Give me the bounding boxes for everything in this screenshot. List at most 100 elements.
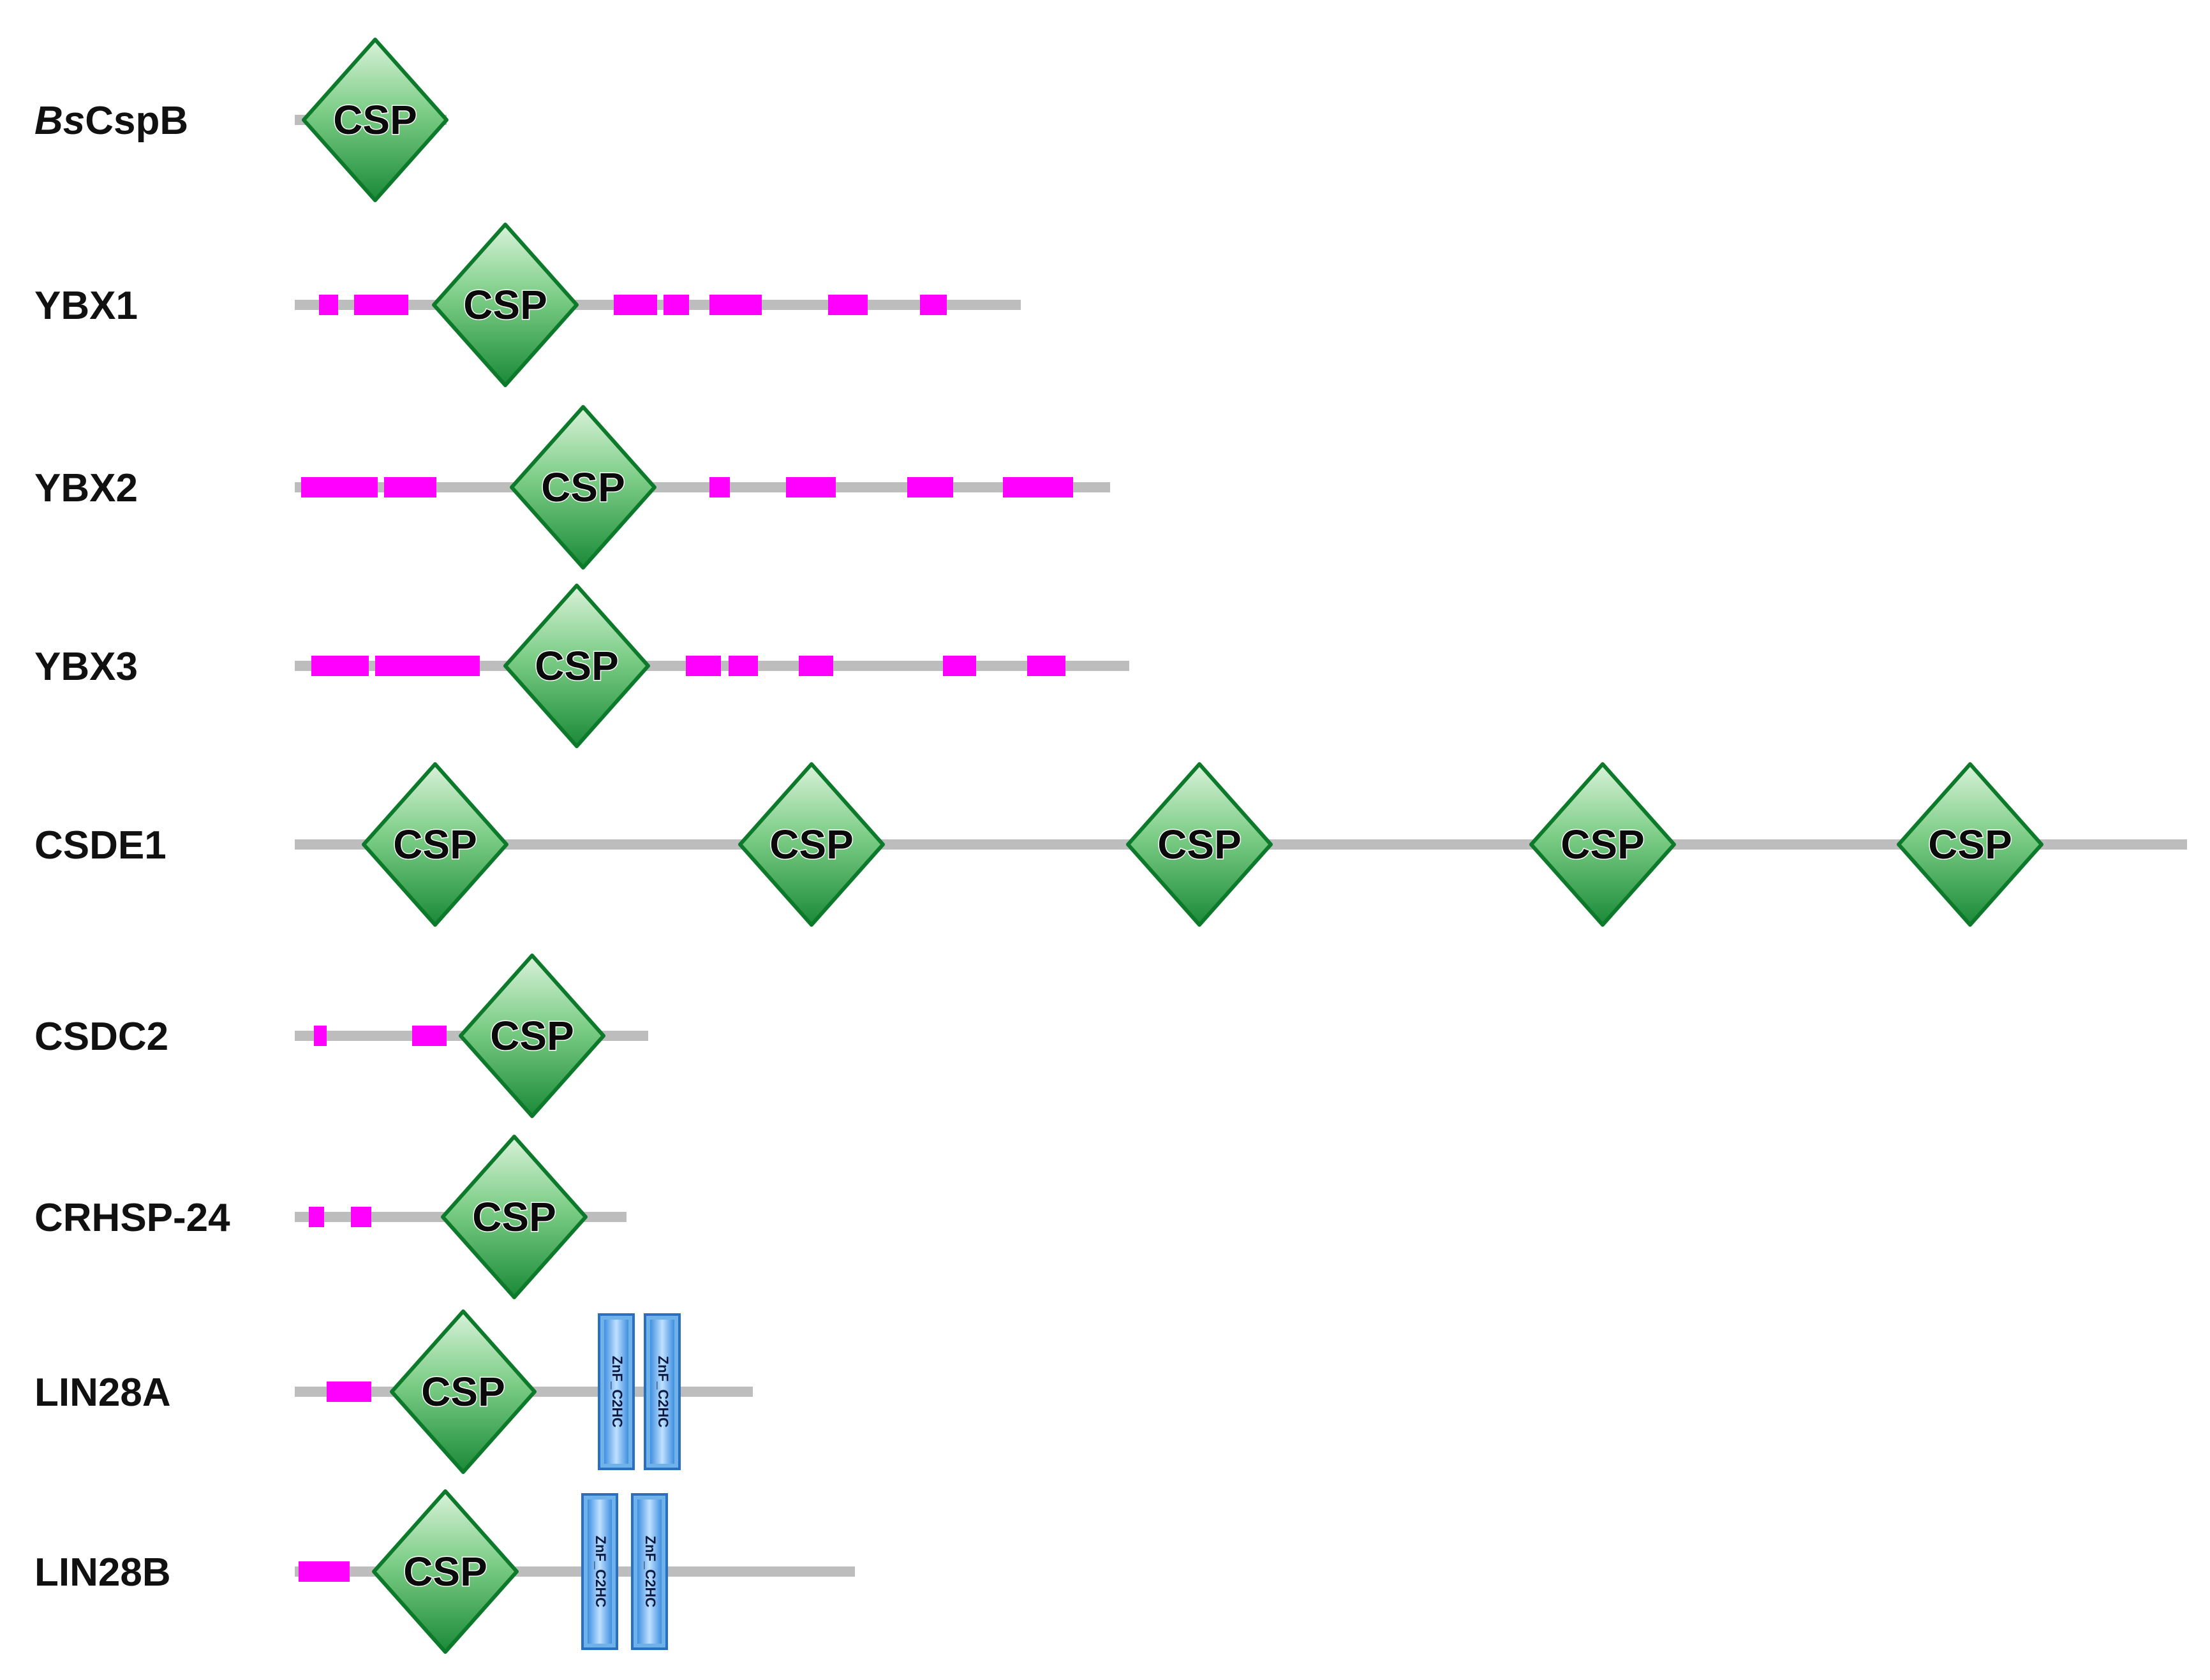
low-complexity-segment <box>614 295 657 315</box>
znf-label: ZnF_C2HC <box>655 1356 671 1428</box>
csp-label: CSP <box>1561 822 1645 867</box>
protein-label: BsCspB <box>34 99 188 143</box>
protein-label: CRHSP-24 <box>34 1196 230 1240</box>
csp-domain: CSP <box>362 762 508 927</box>
protein-label-name: CSDE1 <box>34 823 167 867</box>
low-complexity-segment <box>311 656 369 676</box>
csp-diamond <box>738 762 885 927</box>
znf-c2hc-domain: ZnF_C2HC <box>644 1313 681 1470</box>
znf-label: ZnF_C2HC <box>642 1536 658 1608</box>
protein-label: LIN28A <box>34 1371 171 1415</box>
csp-label: CSP <box>421 1369 505 1415</box>
low-complexity-segment <box>319 295 338 315</box>
low-complexity-segment <box>709 477 730 497</box>
csp-diamond <box>1126 762 1273 927</box>
csp-diamond <box>302 38 449 202</box>
low-complexity-segment <box>412 1026 447 1046</box>
protein-row-ybx1: YBX1 CSP <box>34 223 1021 387</box>
znf-c2hc-domain: ZnF_C2HC <box>598 1313 635 1470</box>
csp-label: CSP <box>490 1013 574 1059</box>
csp-domain: CSP <box>459 954 605 1118</box>
znf-box-inner <box>637 1499 662 1644</box>
protein-label-name: CSDC2 <box>34 1015 168 1059</box>
znf-label: ZnF_C2HC <box>609 1356 625 1428</box>
csp-diamond <box>459 954 605 1118</box>
protein-row-lin28b: LIN28B ZnF_C2HC ZnF_C2HC CSP <box>34 1489 855 1654</box>
protein-row-bscspb: BsCspB CSP <box>34 38 449 202</box>
csp-diamond <box>432 223 579 387</box>
low-complexity-segment <box>799 656 833 676</box>
csp-label: CSP <box>403 1549 487 1595</box>
znf-label: ZnF_C2HC <box>593 1536 609 1608</box>
low-complexity-segment <box>786 477 836 497</box>
low-complexity-segment <box>375 656 480 676</box>
csp-domain: CSP <box>738 762 885 927</box>
csp-label: CSP <box>1157 822 1242 867</box>
protein-label: LIN28B <box>34 1551 171 1595</box>
low-complexity-segment <box>314 1026 327 1046</box>
low-complexity-segment <box>709 295 762 315</box>
protein-label-name: LIN28B <box>34 1551 171 1595</box>
protein-label-name: YBX3 <box>34 645 138 689</box>
low-complexity-segment <box>1027 656 1065 676</box>
csp-diamond <box>372 1489 519 1654</box>
backbone-line <box>295 482 1110 492</box>
low-complexity-segment <box>309 1207 324 1227</box>
low-complexity-segment <box>943 656 976 676</box>
csp-label: CSP <box>535 643 619 689</box>
low-complexity-segment <box>828 295 868 315</box>
protein-row-csde1: CSDE1 CSP CSP CSP CSP CSP <box>34 762 2187 927</box>
protein-row-ybx3: YBX3 CSP <box>34 584 1129 748</box>
protein-label: CSDC2 <box>34 1015 168 1059</box>
znf-box-inner <box>604 1320 628 1464</box>
csp-diamond <box>510 405 656 570</box>
csp-domain: CSP <box>503 584 650 748</box>
protein-row-ybx2: YBX2 CSP <box>34 405 1110 570</box>
protein-row-lin28a: LIN28A ZnF_C2HC ZnF_C2HC CSP <box>34 1309 753 1474</box>
low-complexity-segment <box>664 295 689 315</box>
protein-label: YBX1 <box>34 284 138 328</box>
protein-row-csdc2: CSDC2 CSP <box>34 954 648 1118</box>
csp-domain: CSP <box>1126 762 1273 927</box>
csp-diamond <box>1529 762 1676 927</box>
csp-label: CSP <box>333 97 417 143</box>
csp-domain: CSP <box>372 1489 519 1654</box>
low-complexity-segment <box>920 295 947 315</box>
csp-domain: CSP <box>441 1135 588 1299</box>
csp-label: CSP <box>472 1194 556 1240</box>
protein-label-name: LIN28A <box>34 1371 171 1415</box>
csp-label: CSP <box>1928 822 2012 867</box>
protein-label-name: YBX1 <box>34 284 138 328</box>
csp-domain: CSP <box>302 38 449 202</box>
low-complexity-segment <box>351 1207 371 1227</box>
csp-diamond <box>390 1309 537 1474</box>
protein-label-name: CspB <box>85 99 188 143</box>
csp-label: CSP <box>769 822 854 867</box>
protein-label-name: CRHSP-24 <box>34 1196 230 1240</box>
protein-row-crhsp24: CRHSP-24 CSP <box>34 1135 627 1299</box>
znf-box-inner <box>650 1320 674 1464</box>
low-complexity-segment <box>1003 477 1073 497</box>
protein-label: YBX3 <box>34 645 138 689</box>
znf-c2hc-domain: ZnF_C2HC <box>581 1493 618 1650</box>
low-complexity-segment <box>686 656 721 676</box>
csp-label: CSP <box>463 282 547 328</box>
low-complexity-segment <box>327 1382 371 1402</box>
znf-box-inner <box>588 1499 612 1644</box>
low-complexity-segment <box>907 477 953 497</box>
protein-label-name: YBX2 <box>34 466 138 510</box>
csp-domain: CSP <box>390 1309 537 1474</box>
csp-label: CSP <box>393 822 477 867</box>
csp-domain: CSP <box>510 405 656 570</box>
csp-domain: CSP <box>1529 762 1676 927</box>
low-complexity-segment <box>384 477 436 497</box>
csp-diamond <box>503 584 650 748</box>
csp-domain: CSP <box>1897 762 2043 927</box>
csp-label: CSP <box>541 464 625 510</box>
low-complexity-segment <box>729 656 758 676</box>
csp-diamond <box>1897 762 2043 927</box>
protein-label: YBX2 <box>34 466 138 510</box>
csp-domain: CSP <box>432 223 579 387</box>
csp-diamond <box>362 762 508 927</box>
